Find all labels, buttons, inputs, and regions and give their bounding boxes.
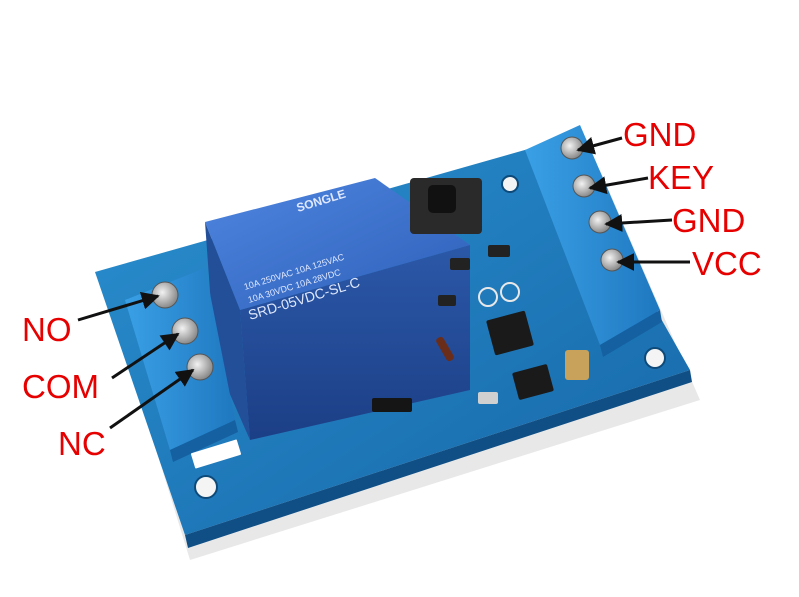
relay-front — [205, 222, 250, 440]
smd-part — [372, 398, 412, 412]
terminal-block-input — [525, 125, 660, 345]
smd-part — [450, 258, 470, 270]
label-vcc: VCC — [692, 245, 762, 282]
diode — [436, 336, 454, 362]
arrow-gnd-2 — [604, 214, 673, 233]
terminal-block-output — [125, 268, 235, 450]
label-gnd-1: GND — [623, 116, 697, 153]
label-com: COM — [22, 368, 99, 405]
screw-nc — [186, 353, 214, 381]
terminal-block-input-side — [600, 310, 662, 357]
arrow-gnd-1 — [576, 136, 623, 155]
potentiometer-pad — [500, 282, 520, 302]
ic-chip — [486, 310, 534, 356]
screw-gnd-2 — [588, 210, 612, 234]
label-key: KEY — [648, 159, 715, 196]
potentiometer-pad — [478, 287, 498, 307]
transistor-chip — [512, 364, 554, 400]
screw-key — [572, 174, 596, 198]
mounting-hole — [644, 347, 666, 369]
mounting-hole — [194, 475, 218, 499]
screw-vcc — [600, 248, 624, 272]
arrow-com — [111, 332, 180, 380]
push-button-cap — [428, 185, 456, 213]
silkscreen-label — [190, 439, 242, 469]
arrow-key — [588, 176, 649, 195]
pcb-edge — [185, 370, 692, 548]
smd-part — [488, 245, 510, 257]
smd-part — [478, 392, 498, 404]
mounting-hole — [501, 175, 519, 193]
smd-part — [438, 295, 456, 306]
arrow-nc — [109, 368, 195, 430]
arrow-no — [77, 292, 160, 322]
label-gnd-2: GND — [672, 202, 746, 239]
label-no: NO — [22, 311, 72, 348]
terminal-block-output-side — [170, 420, 238, 462]
relay-top — [205, 178, 470, 310]
screw-com — [171, 317, 199, 345]
label-nc: NC — [58, 425, 106, 462]
capacitor — [565, 350, 589, 380]
screw-no — [151, 281, 179, 309]
